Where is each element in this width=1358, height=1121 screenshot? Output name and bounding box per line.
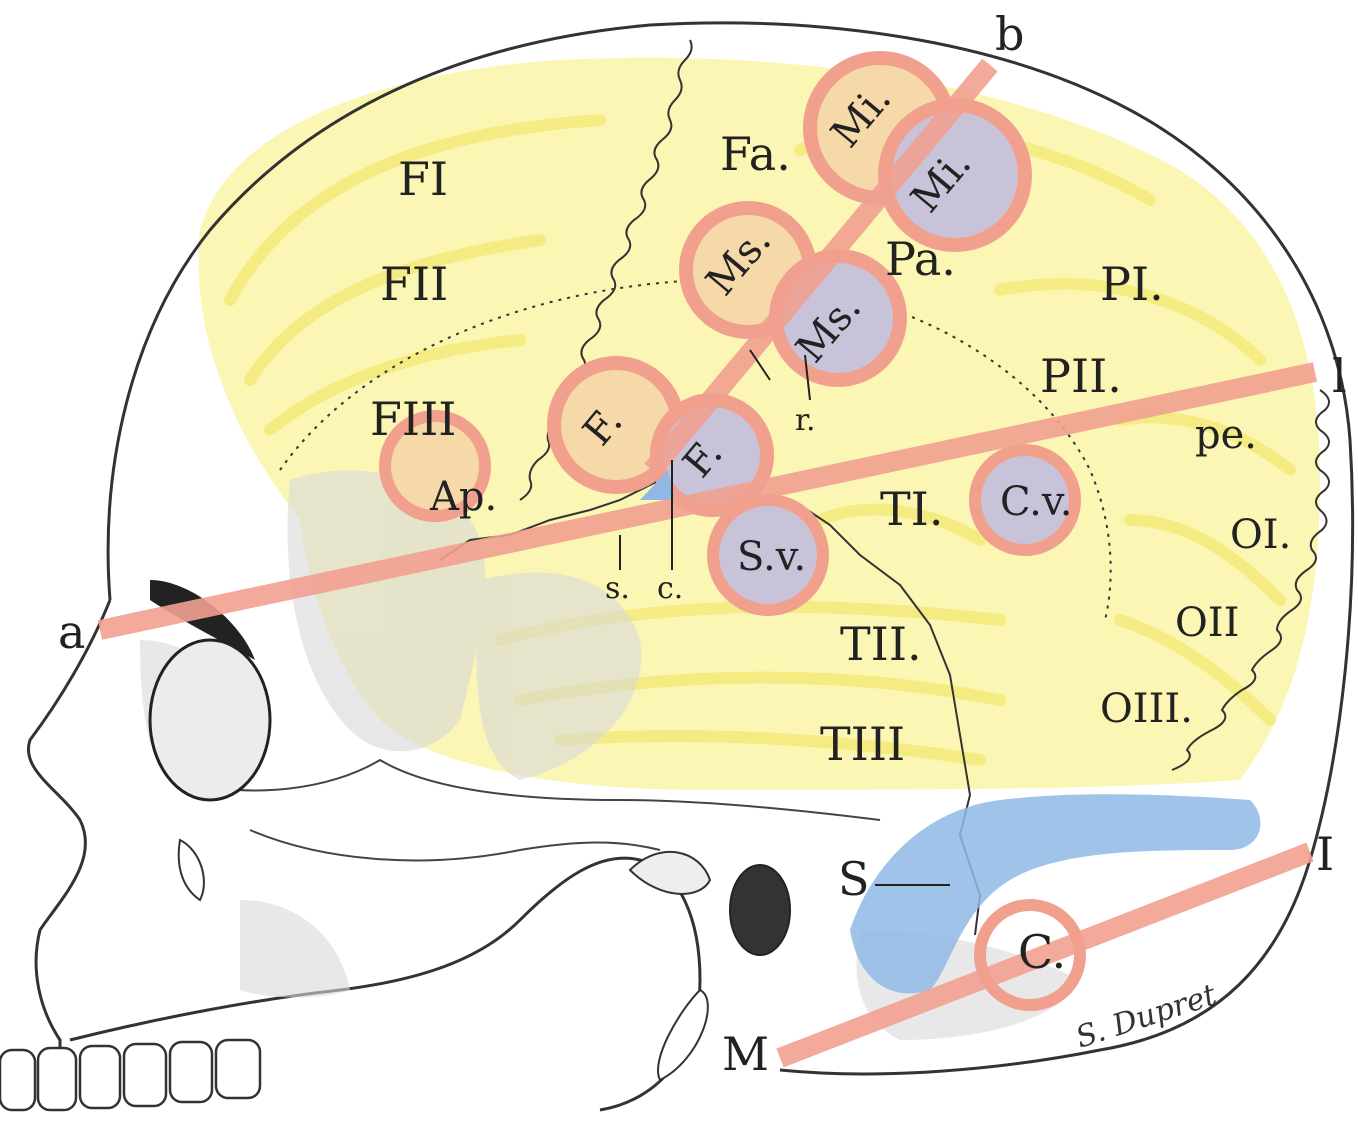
label-Fa: Fa. bbox=[720, 127, 791, 181]
tooth bbox=[170, 1042, 212, 1102]
tooth bbox=[124, 1044, 166, 1106]
label-c: c. bbox=[657, 571, 683, 606]
mastoid-process bbox=[658, 990, 708, 1080]
condyle bbox=[630, 852, 710, 894]
label-C: C. bbox=[1018, 925, 1066, 979]
label-T1: TI. bbox=[880, 482, 943, 536]
label-F3: FIII bbox=[370, 392, 456, 446]
label-pe: pe. bbox=[1195, 412, 1257, 458]
face-outline bbox=[28, 600, 110, 1100]
label-S: S bbox=[838, 852, 870, 906]
zygomatic-outline bbox=[250, 830, 660, 860]
tooth bbox=[38, 1048, 76, 1110]
landmark-M: M bbox=[722, 1027, 769, 1081]
tooth bbox=[216, 1040, 260, 1098]
label-Pa: Pa. bbox=[885, 232, 956, 286]
external-ear-canal bbox=[730, 865, 790, 955]
label-O3: OIII. bbox=[1100, 686, 1193, 732]
label-P2: PII. bbox=[1040, 349, 1122, 403]
label-s: s. bbox=[605, 571, 630, 606]
landmark-b: b bbox=[995, 7, 1024, 61]
nasal-aperture bbox=[179, 840, 204, 900]
label-Cv: C.v. bbox=[1000, 479, 1072, 525]
landmark-a: a bbox=[58, 605, 85, 659]
label-T3: TIII bbox=[820, 717, 905, 771]
landmark-l: l bbox=[1332, 349, 1347, 403]
label-r: r. bbox=[795, 403, 816, 438]
label-O1: OI. bbox=[1230, 512, 1291, 558]
tooth bbox=[0, 1050, 35, 1110]
label-F2: FII bbox=[380, 257, 448, 311]
label-Sv: S.v. bbox=[737, 534, 806, 580]
landmark-I: I bbox=[1316, 827, 1334, 881]
label-T2: TII. bbox=[840, 617, 922, 671]
label-P1: PI. bbox=[1100, 257, 1164, 311]
label-Ap: Ap. bbox=[429, 474, 497, 520]
label-F1: FI bbox=[398, 152, 448, 206]
label-O2: OII bbox=[1175, 600, 1239, 646]
tooth bbox=[80, 1046, 120, 1108]
artist-signature: S. Dupret bbox=[1072, 977, 1222, 1055]
orbit bbox=[150, 640, 270, 800]
teeth bbox=[0, 1040, 260, 1110]
